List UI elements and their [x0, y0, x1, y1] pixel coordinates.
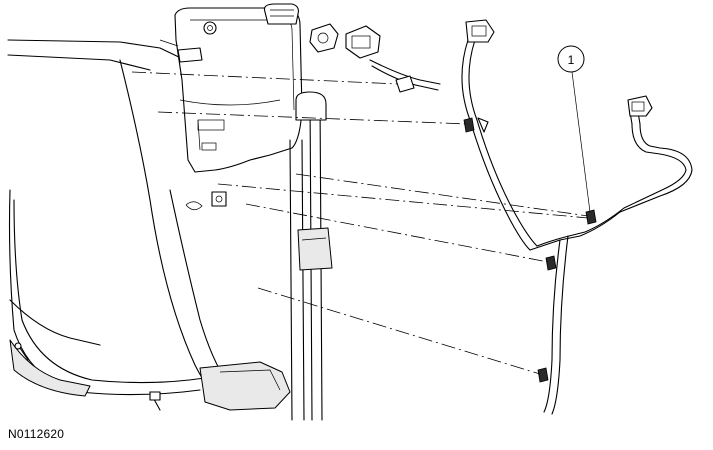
wiring-harness	[369, 39, 693, 415]
reservoir-cap	[263, 3, 299, 25]
radiator-support	[289, 91, 333, 421]
figure-id-label: N0112620	[8, 427, 65, 441]
alignment-lines	[131, 71, 589, 375]
fender-clip	[185, 191, 227, 211]
harness-clips	[463, 117, 597, 383]
harness-connectors	[345, 19, 653, 117]
sensor-connector	[309, 23, 339, 53]
fender-panel	[7, 39, 236, 397]
coolant-reservoir	[159, 7, 303, 173]
lower-bracket	[149, 361, 291, 411]
callout-1-number: 1	[568, 53, 575, 67]
callout-1: 1	[557, 45, 591, 213]
